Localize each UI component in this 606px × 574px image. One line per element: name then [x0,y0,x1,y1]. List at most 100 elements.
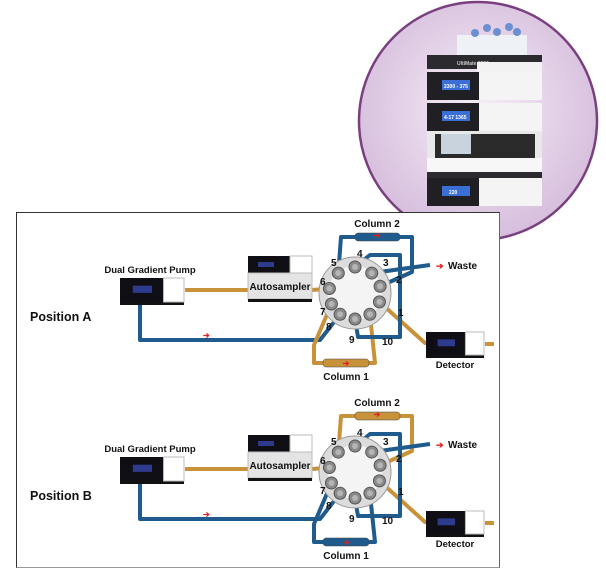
svg-text:UltiMate 3000: UltiMate 3000 [457,61,489,67]
instrument-screen [437,518,455,526]
switching-valve [318,256,392,330]
instrument-base [426,355,484,358]
tube-port4-to-port9 [353,253,402,339]
valve-port-hole [337,311,344,318]
column-2 [354,232,401,242]
port-label-10: 10 [382,516,394,527]
column-1 [322,537,370,547]
autosampler-label: Autosampler [249,461,310,472]
valve-center [328,266,382,320]
column2-label: Column 2 [354,398,400,409]
port-label-4: 4 [357,249,363,260]
port-label-3: 3 [383,258,389,269]
port-label-8: 8 [326,501,332,512]
autosampler-door [289,255,313,274]
waste-arrow: ➔ [436,440,444,450]
waste-label: Waste [448,440,478,451]
column2-label: Column 2 [354,219,400,230]
port-label-1: 1 [398,308,404,319]
tube-column1-loop [312,303,377,365]
port-label-1: 1 [398,487,404,498]
instrument-base [120,302,184,305]
valve-port-hole [366,311,373,318]
column1-flow-arrow: ➔ [343,538,350,547]
port-label-2: 2 [396,454,402,465]
flow-arrow: ➔ [203,510,210,519]
autosampler-label: Autosampler [249,282,310,293]
instrument-door [163,456,185,482]
valve-port-hole [377,283,384,290]
valve-center [328,445,382,499]
port-label-4: 4 [357,428,363,439]
valve-port-hole [328,300,335,307]
valve-port-hole [376,298,383,305]
dual-gradient-pump [120,456,185,484]
port-label-9: 9 [349,514,355,525]
valve-port-hole [337,490,344,497]
column1-label: Column 1 [323,551,369,562]
waste-label: Waste [448,261,478,272]
dual-gradient-pump [120,277,185,305]
instrument-base [426,534,484,537]
svg-text:2300 - 375: 2300 - 375 [444,84,468,90]
tube-column1-loop [312,482,377,544]
column-1 [322,358,370,368]
tube-port4-to-port9 [353,432,402,518]
instrument-base [120,481,184,484]
valve-port-hole [328,479,335,486]
port-label-3: 3 [383,437,389,448]
autosampler-door [289,434,313,453]
valve-port-hole [352,443,358,449]
autosampler: Autosampler [247,434,313,481]
detector-label: Detector [436,360,475,371]
detector-label: Detector [436,539,475,550]
port-label-2: 2 [396,275,402,286]
column2-flow-arrow: ➔ [374,231,381,240]
valve-port-hole [326,464,333,471]
solvent-bottles [457,23,527,55]
tube-pump-to-port8 [138,481,342,521]
detector [426,331,485,358]
column1-label: Column 1 [323,372,369,383]
column-2 [354,411,401,421]
tube-pump-to-port8 [138,302,342,342]
autosampler-screen [258,262,274,267]
instrument-screen [132,285,152,293]
autosampler-base [248,478,312,481]
svg-text:4-17 1365: 4-17 1365 [444,115,467,121]
autosampler-base [248,299,312,302]
column2-flow-arrow: ➔ [374,410,381,419]
instrument-door [163,277,185,303]
port-label-8: 8 [326,322,332,333]
switching-valve [318,435,392,509]
autosampler-body [247,272,313,300]
valve-port-hole [352,264,358,270]
waste-arrow: ➔ [436,261,444,271]
column1-flow-arrow: ➔ [343,359,350,368]
flow-arrow: ➔ [203,331,210,340]
instrument-door [464,331,485,356]
port-label-5: 5 [331,258,337,269]
port-label-6: 6 [320,277,326,288]
valve-port-hole [377,462,384,469]
autosampler-screen [258,441,274,446]
port-label-10: 10 [382,337,394,348]
valve-port-hole [368,270,375,277]
hplc-stack: UltiMate 3000 2300 - 375 4-17 1365 220 [427,55,542,206]
autosampler-body [247,451,313,479]
detector [426,510,485,537]
valve-port-hole [335,270,342,277]
valve-port-hole [352,495,358,501]
valve-port-hole [352,316,358,322]
valve-port-hole [366,490,373,497]
valve-port-hole [368,449,375,456]
pump-label: Dual Gradient Pump [104,444,196,455]
pump-label: Dual Gradient Pump [104,265,196,276]
hplc-photo: UltiMate 3000 2300 - 375 4-17 1365 220 [357,0,600,243]
port-label-7: 7 [320,486,326,497]
svg-text:220: 220 [449,190,458,196]
position-label: Position A [30,310,91,324]
